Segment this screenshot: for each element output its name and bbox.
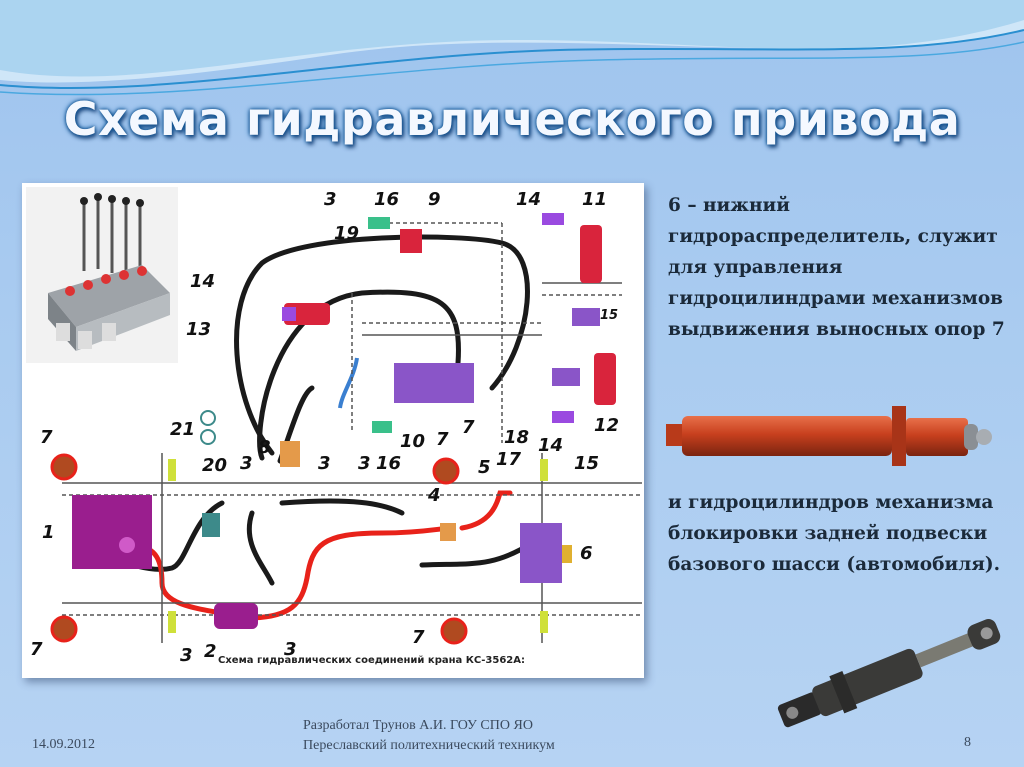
label-3: 3 [324, 189, 337, 210]
footer-date: 14.09.2012 [32, 737, 95, 752]
label-1: 1 [42, 522, 55, 543]
valve-4 [440, 523, 456, 541]
label-15: 15 [574, 453, 599, 474]
footer-page-number: 8 [964, 735, 971, 750]
gauge-21a [200, 410, 216, 426]
label-16: 16 [376, 453, 401, 474]
label-3: 3 [240, 453, 253, 474]
label-19: 19 [334, 223, 359, 244]
blue-line [338, 357, 359, 409]
label-5: 5 [478, 457, 491, 478]
valve-14-right [552, 411, 574, 423]
label-12: 12 [594, 415, 619, 436]
label-7: 7 [30, 639, 43, 660]
slide-title: Схема гидравлического привода [63, 92, 961, 146]
label-4: 4 [427, 485, 441, 506]
label-2: 2 [204, 641, 217, 662]
valve-15-bottom [552, 368, 580, 386]
cylinder-11 [580, 225, 602, 283]
valve-16 [368, 217, 390, 229]
label-7: 7 [436, 429, 449, 450]
footer-author-line-1: Разработал Трунов А.И. ГОУ СПО ЯО [303, 718, 533, 733]
label-14: 14 [516, 189, 541, 210]
outrigger-cyl-3 [168, 611, 176, 633]
valve-20 [202, 513, 220, 537]
outrigger-cyl-2 [540, 459, 548, 481]
cylinder-12 [594, 353, 616, 405]
red-cylinder-photo [666, 406, 992, 466]
label-18: 18 [504, 427, 529, 448]
label-7: 7 [412, 627, 425, 648]
valve-9 [400, 229, 422, 253]
header-waves [0, 0, 1024, 96]
label-7: 7 [40, 427, 53, 448]
label-21: 21 [170, 419, 195, 440]
outrigger-cyl-4 [540, 611, 548, 633]
dark-cylinder-photo [777, 619, 1001, 728]
label-20: 20 [202, 455, 227, 476]
tank-1 [72, 495, 152, 569]
label-8: 8 [258, 437, 271, 458]
black-hoses [99, 234, 535, 586]
label-3: 3 [318, 453, 331, 474]
label-15: 15 [600, 308, 618, 323]
lower-distributor-6 [520, 523, 562, 583]
diagram-caption: Схема гидравлических соединений крана КС… [218, 655, 525, 666]
outrigger-7-markers [50, 453, 468, 645]
valve-15-top [572, 308, 600, 326]
diagram-svg: 1 2 3 3 3 3 3 3 4 5 6 7 7 7 7 7 8 9 10 1… [26, 187, 642, 666]
label-13: 13 [186, 319, 211, 340]
description-paragraph-2: и гидроцилиндров механизма блокировки за… [668, 492, 1001, 575]
label-3: 3 [180, 645, 193, 666]
upper-distributor-10 [394, 363, 474, 403]
label-3: 3 [358, 453, 371, 474]
outrigger-cyl-1 [168, 459, 176, 481]
thin-lines [62, 222, 642, 643]
hydraulic-diagram: 1 2 3 3 3 3 3 3 4 5 6 7 7 7 7 7 8 9 10 1… [22, 183, 644, 678]
label-7: 7 [462, 417, 475, 438]
label-10: 10 [400, 431, 425, 452]
valve-10b [372, 421, 392, 433]
footer-author-line-2: Переславский политехнический техникум [303, 738, 555, 753]
label-6: 6 [580, 543, 593, 564]
valve-14-left [282, 307, 296, 321]
label-11: 11 [582, 189, 607, 210]
red-pressure-lines [131, 490, 513, 621]
footer-author: Разработал Трунов А.И. ГОУ СПО ЯО Пересл… [303, 716, 555, 756]
label-14: 14 [190, 271, 215, 292]
control-valve-photo [26, 187, 178, 363]
label-3: 3 [284, 639, 297, 660]
label-17: 17 [496, 449, 522, 470]
label-14: 14 [538, 435, 563, 456]
label-16: 16 [374, 189, 399, 210]
valve-14-top [542, 213, 564, 225]
valve-8 [280, 441, 300, 467]
label-9: 9 [428, 189, 441, 210]
gauge-21b [200, 429, 216, 445]
description-paragraph-1: 6 – нижний гидрораспределитель, служит д… [668, 195, 1005, 340]
pump-2 [214, 603, 258, 629]
